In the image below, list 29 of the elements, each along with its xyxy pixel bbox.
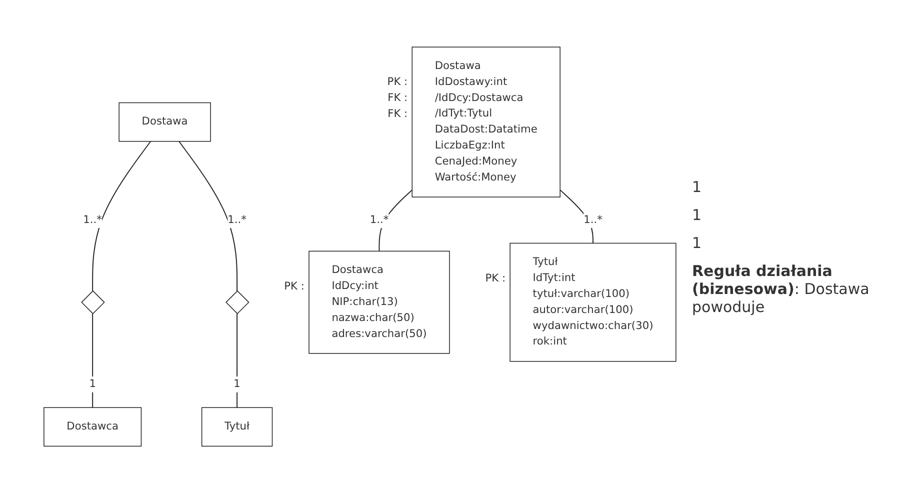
connector [378, 190, 413, 252]
connector [178, 141, 238, 292]
node-box: Dostawa [118, 102, 211, 142]
node-box: Tytuł [201, 408, 273, 447]
multiplicity-label: 1 [692, 234, 703, 252]
key-marker: PK : [485, 272, 506, 285]
node-box: Dostawa IdDostawy:int /IdDcy:Dostawca /IdTyt:Tytul DataDost:Datatime LiczbaEgz:Int CenaJed:Money Wartość:Money [412, 47, 560, 198]
multiplicity-label: 1 [692, 206, 703, 224]
node-box: Tytuł IdTyt:int tytuł:varchar(100) autor:varchar(100) wydawnictwo:char(30) rok:int [510, 243, 676, 362]
edge-label: 1 [89, 378, 96, 391]
connector [92, 314, 94, 408]
node-box: Dostawca IdDcy:int NIP:char(13) nazwa:char(50) adres:varchar(50) [308, 251, 450, 354]
key-marker: PK : [387, 76, 408, 89]
edge-label: 1..* [228, 214, 246, 226]
caption: Reguła działania (biznesowa): Dostawa powoduje [692, 262, 870, 316]
edge-label: 1..* [83, 214, 102, 226]
connector [92, 141, 152, 292]
connector [560, 190, 594, 244]
multiplicity-label: 1 [692, 178, 703, 196]
node-diamond [81, 290, 105, 315]
node-diamond [226, 290, 250, 315]
key-marker: PK : [284, 280, 304, 293]
edge-label: 1..* [370, 214, 389, 226]
key-marker: FK : [388, 92, 408, 104]
edge-label: 1..* [584, 214, 602, 226]
edge-label: 1 [234, 378, 240, 391]
node-box: Dostawca [44, 408, 142, 447]
key-marker: FK : [388, 108, 408, 120]
connector [236, 314, 238, 408]
